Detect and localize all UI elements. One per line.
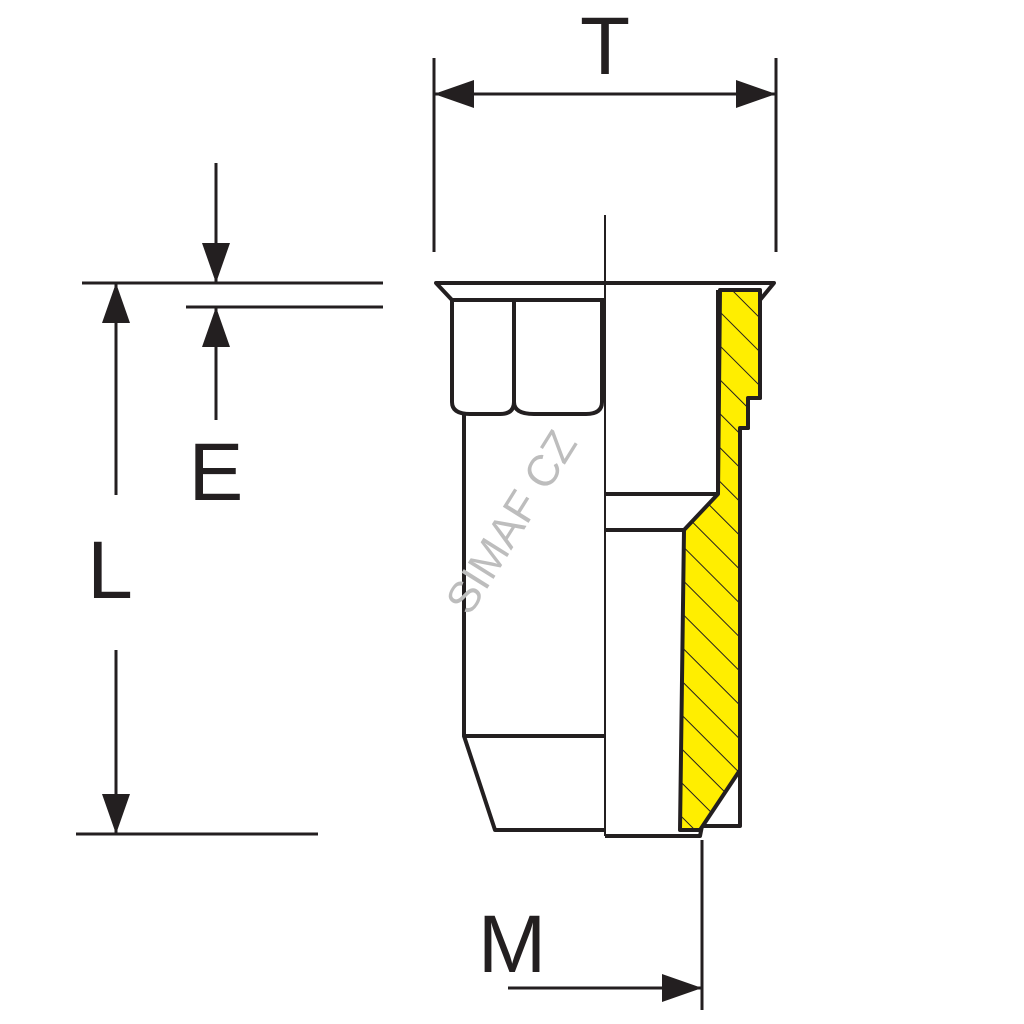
hatched-wall (678, 288, 762, 832)
label-t: T (580, 1, 630, 92)
dimension-t: T (432, 1, 778, 252)
label-e: E (189, 427, 244, 518)
tapered-tip (462, 735, 605, 832)
rivet-nut-body (434, 281, 605, 832)
watermark-text: SIMAF CZ (437, 422, 587, 622)
dimension-m: M (478, 840, 704, 1010)
rivet-nut-section (605, 281, 776, 838)
hex-head (450, 300, 604, 416)
label-m: M (478, 899, 546, 990)
dimension-e: E (82, 163, 383, 518)
label-l: L (87, 525, 133, 616)
dimension-l: L (76, 283, 318, 836)
flange (434, 281, 605, 302)
